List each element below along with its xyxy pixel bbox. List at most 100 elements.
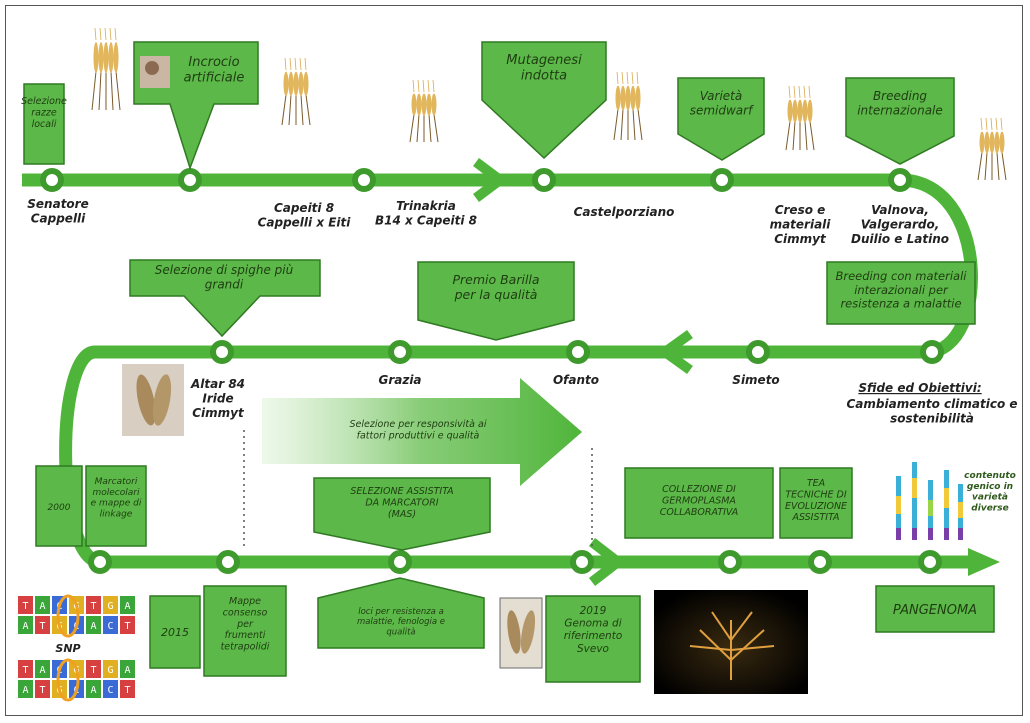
dna-base: [86, 660, 101, 678]
dna-base: [120, 680, 135, 698]
node-incrocio: [178, 168, 202, 192]
dna-base: [35, 616, 50, 634]
dna-base: [86, 616, 101, 634]
photo-grains-svevo: [499, 597, 543, 669]
callout-barilla: [417, 261, 575, 341]
box-2015: [149, 595, 201, 669]
dna-base-letter: A: [90, 621, 96, 632]
dna-base: [120, 616, 135, 634]
callout-semidwarf: [677, 77, 765, 161]
box-pangenoma: [875, 585, 995, 633]
text-2015: 2015: [161, 626, 189, 639]
box-breeding-materiali: [826, 261, 976, 325]
label-snp: SNP: [55, 642, 80, 655]
direction-arrow-right: [473, 158, 509, 202]
dna-base-letter: T: [39, 685, 45, 696]
dna-base-letter: T: [90, 601, 96, 612]
dna-base: [103, 616, 118, 634]
node-2019: [570, 550, 594, 574]
box-2000: [35, 465, 83, 547]
label-valnova: Valnova,Valgerardo,Duilio e Latino: [851, 203, 949, 246]
dna-base-letter: T: [90, 665, 96, 676]
dna-base: [86, 680, 101, 698]
label-castelporziano: Castelporziano: [574, 205, 675, 219]
node-2000: [88, 550, 112, 574]
node-pangenoma: [918, 550, 942, 574]
dna-base: [18, 616, 33, 634]
box-2019: [545, 595, 641, 683]
dna-base: [35, 680, 50, 698]
dna-base: [103, 596, 118, 614]
wheat-bundle-icon: [785, 85, 815, 151]
dna-base-letter: C: [107, 685, 113, 696]
box-tea: [779, 467, 853, 539]
dna-base-letter: A: [39, 601, 45, 612]
snp-highlight-top: [56, 594, 80, 638]
gene-content-graphic: [896, 462, 963, 540]
dna-base-letter: A: [39, 665, 45, 676]
wheat-bundle-icon: [977, 117, 1007, 181]
node-simeto: [746, 340, 770, 364]
wheat-illustrations: [91, 27, 1007, 181]
box-mappe: [203, 585, 287, 677]
direction-arrow-left: [656, 329, 693, 375]
selection-arrow: [262, 378, 582, 486]
callout-loci: [317, 577, 485, 649]
snp-highlight-bottom: [56, 658, 80, 702]
dna-base: [120, 660, 135, 678]
dna-base: [103, 660, 118, 678]
dna-base: [18, 660, 33, 678]
wheat-bundle-icon: [91, 27, 121, 111]
label-grazia: Grazia: [378, 373, 421, 387]
node-capeiti: [352, 168, 376, 192]
node-breeding: [888, 168, 912, 192]
node-tea: [808, 550, 832, 574]
dna-base-letter: T: [39, 621, 45, 632]
callout-breeding-int: [845, 77, 955, 165]
dna-base: [18, 596, 33, 614]
node-mas: [388, 550, 412, 574]
direction-arrow-right-2: [588, 538, 627, 586]
dna-base-letter: T: [22, 665, 28, 676]
text-pangenoma: PANGENOMA: [893, 603, 977, 618]
dna-base: [18, 680, 33, 698]
dna-base: [103, 680, 118, 698]
label-sfide-title: Sfide ed Obiettivi:: [858, 381, 981, 395]
label-simeto: Simeto: [732, 373, 779, 387]
label-ofanto: Ofanto: [553, 373, 599, 387]
wheat-spike-glow: [689, 611, 775, 680]
dna-base-letter: T: [22, 601, 28, 612]
node-semidwarf: [710, 168, 734, 192]
dna-base: [86, 596, 101, 614]
callout-mas: [313, 477, 491, 551]
dna-base-letter: T: [124, 685, 130, 696]
dna-base-letter: A: [124, 601, 130, 612]
wheat-bundle-icon: [281, 57, 311, 126]
dna-base-letter: A: [124, 665, 130, 676]
dna-base-letter: T: [124, 621, 130, 632]
callout-spighe: [129, 259, 321, 338]
dna-base-letter: C: [107, 621, 113, 632]
